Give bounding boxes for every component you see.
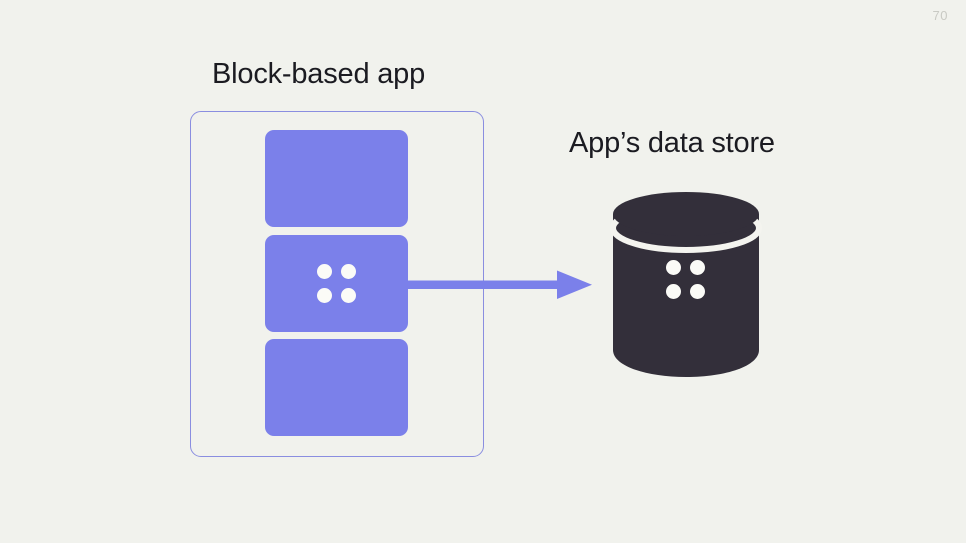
arrow-right-icon	[405, 266, 595, 302]
dot	[317, 264, 332, 279]
dot	[341, 264, 356, 279]
four-dot-data-icon	[317, 264, 356, 303]
page-number: 70	[932, 8, 948, 23]
four-dot-data-icon	[666, 260, 705, 299]
app-block-bottom	[265, 339, 408, 436]
dot	[666, 260, 681, 275]
app-block-middle	[265, 235, 408, 332]
dot	[690, 284, 705, 299]
dot	[317, 288, 332, 303]
dot	[341, 288, 356, 303]
dot	[666, 284, 681, 299]
block-based-app-title: Block-based app	[212, 58, 426, 90]
dot	[690, 260, 705, 275]
app-block-top	[265, 130, 408, 227]
app-data-store-title: App’s data store	[569, 127, 775, 159]
data-store-cylinder-icon	[610, 190, 762, 380]
